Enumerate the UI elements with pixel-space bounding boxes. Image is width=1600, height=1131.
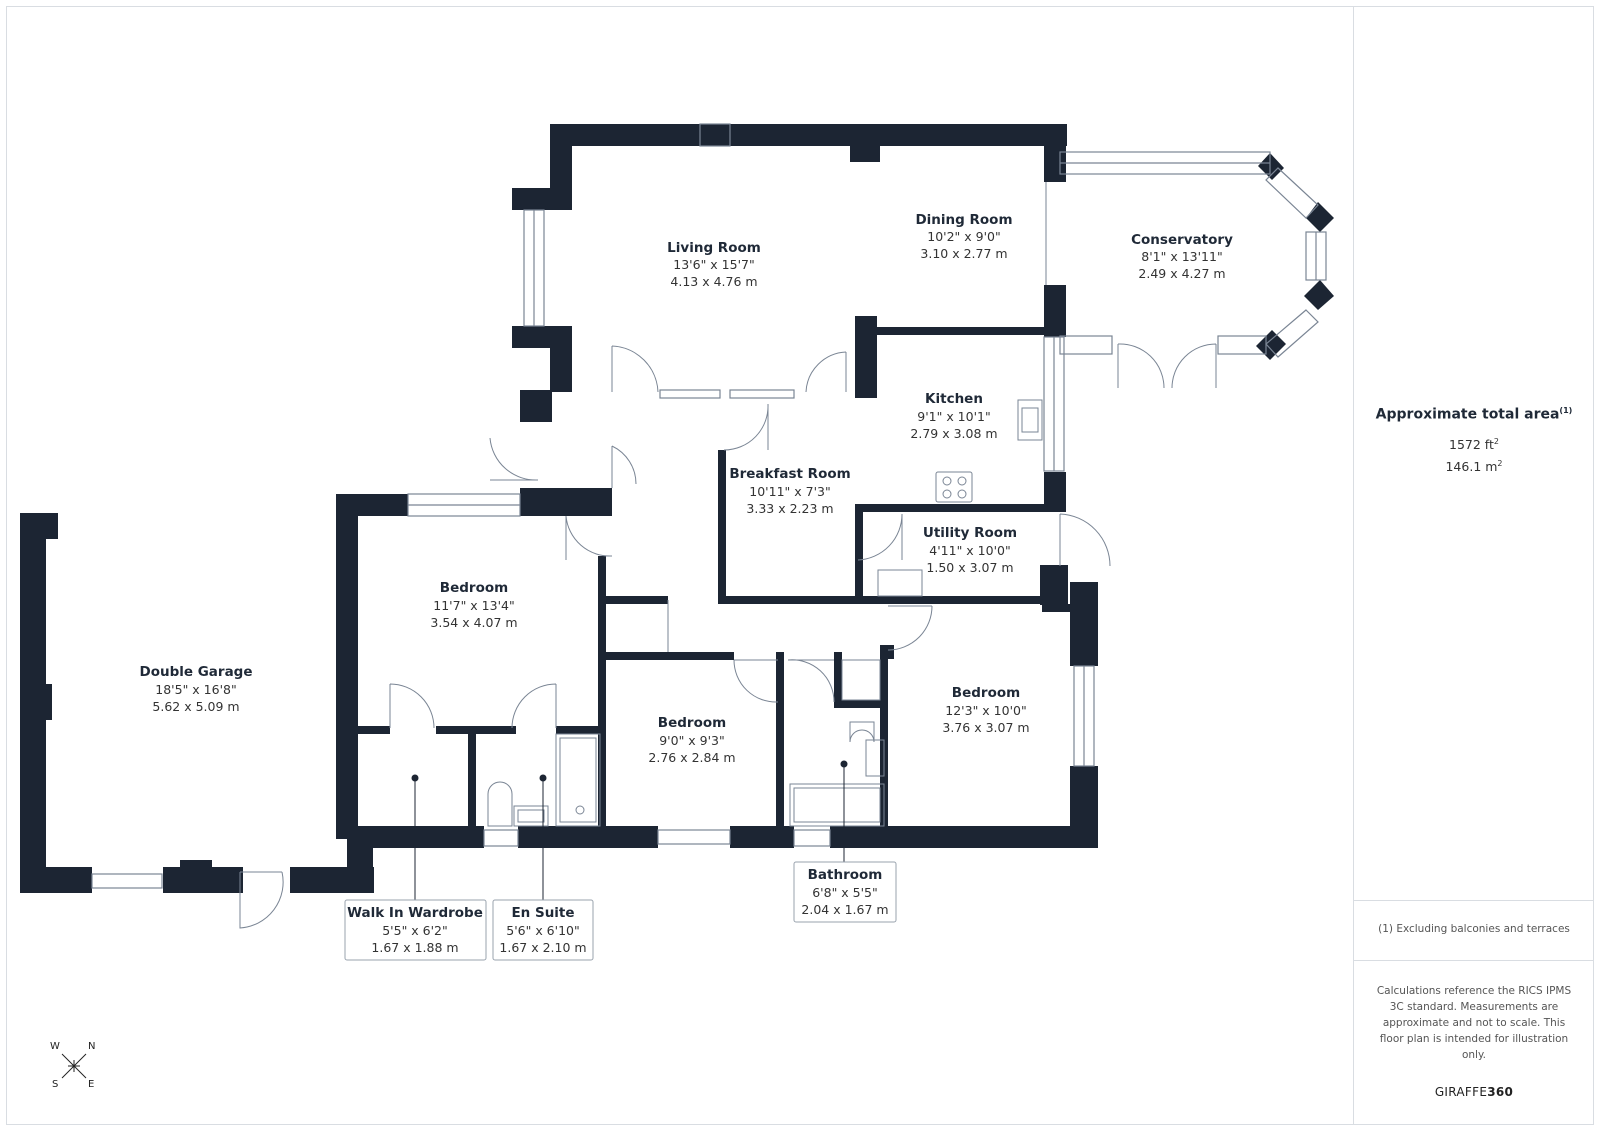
brand-logo: GIRAFFE360 — [1434, 1085, 1514, 1099]
utility-room-metric: 1.50 x 3.07 m — [926, 560, 1013, 575]
total-area-metric: 146.1 m2 — [1445, 459, 1503, 475]
compass-w: W — [50, 1041, 60, 1052]
dining-room-imperial: 10'2" x 9'0" — [927, 229, 1000, 244]
windows — [91, 123, 1327, 889]
breakfast-room-imperial: 10'11" x 7'3" — [749, 484, 830, 499]
living-room-label: Living Room — [667, 240, 761, 256]
double-garage-imperial: 18'5" x 16'8" — [155, 682, 236, 697]
wardrobe-imperial: 5'5" x 6'2" — [382, 923, 448, 938]
bedroom-1-label: Bedroom — [440, 580, 508, 596]
compass-n: N — [88, 1041, 95, 1052]
kitchen-imperial: 9'1" x 10'1" — [917, 409, 990, 424]
walls — [20, 124, 1334, 893]
compass-icon: W N S E — [50, 1041, 95, 1090]
kitchen-label: Kitchen — [925, 391, 983, 407]
utility-room-label: Utility Room — [923, 525, 1017, 541]
bathroom-metric: 2.04 x 1.67 m — [801, 902, 888, 917]
ensuite-label: En Suite — [511, 905, 574, 921]
wardrobe-label: Walk In Wardrobe — [347, 905, 483, 921]
kitchen-metric: 2.79 x 3.08 m — [910, 426, 997, 441]
double-garage-label: Double Garage — [139, 664, 252, 680]
bathroom-imperial: 6'8" x 5'5" — [812, 885, 878, 900]
bathroom-label: Bathroom — [808, 867, 883, 883]
bedroom-2-metric: 2.76 x 2.84 m — [648, 750, 735, 765]
area-footnote: (1) Excluding balconies and terraces — [1378, 923, 1570, 935]
ensuite-metric: 1.67 x 2.10 m — [499, 940, 586, 955]
wardrobe-metric: 1.67 x 1.88 m — [371, 940, 458, 955]
dining-room-metric: 3.10 x 2.77 m — [920, 246, 1007, 261]
dining-room-label: Dining Room — [915, 212, 1012, 228]
bedroom-3-metric: 3.76 x 3.07 m — [942, 720, 1029, 735]
double-garage-metric: 5.62 x 5.09 m — [152, 699, 239, 714]
total-area-title: Approximate total area(1) — [1375, 406, 1573, 423]
compass-s: S — [52, 1079, 58, 1090]
breakfast-room-label: Breakfast Room — [729, 466, 850, 482]
utility-room-imperial: 4'11" x 10'0" — [929, 543, 1010, 558]
fixtures — [487, 399, 1043, 827]
room-labels: Living Room 13'6" x 15'7" 4.13 x 4.76 m … — [139, 212, 1233, 765]
doors — [239, 182, 1217, 929]
info-panel: Approximate total area(1) 1572 ft2 146.1… — [1353, 6, 1594, 1125]
compass-e: E — [88, 1079, 94, 1090]
bedroom-2-imperial: 9'0" x 9'3" — [659, 733, 725, 748]
conservatory-imperial: 8'1" x 13'11" — [1141, 249, 1222, 264]
bedroom-1-imperial: 11'7" x 13'4" — [433, 598, 514, 613]
page-frame — [6, 6, 1594, 1125]
breakfast-room-metric: 3.33 x 2.23 m — [746, 501, 833, 516]
living-room-imperial: 13'6" x 15'7" — [673, 257, 754, 272]
callout-labels: Walk In Wardrobe 5'5" x 6'2" 1.67 x 1.88… — [344, 760, 897, 961]
panel-divider — [1354, 900, 1594, 901]
conservatory-metric: 2.49 x 4.27 m — [1138, 266, 1225, 281]
bedroom-3-imperial: 12'3" x 10'0" — [945, 703, 1026, 718]
total-area-imperial: 1572 ft2 — [1449, 437, 1499, 453]
bedroom-1-metric: 3.54 x 4.07 m — [430, 615, 517, 630]
bedroom-2-label: Bedroom — [658, 715, 726, 731]
living-room-metric: 4.13 x 4.76 m — [670, 274, 757, 289]
conservatory-label: Conservatory — [1131, 232, 1233, 248]
bedroom-3-label: Bedroom — [952, 685, 1020, 701]
disclaimer: Calculations reference the RICS IPMS 3C … — [1376, 985, 1572, 1061]
ensuite-imperial: 5'6" x 6'10" — [506, 923, 579, 938]
panel-divider — [1354, 960, 1594, 961]
